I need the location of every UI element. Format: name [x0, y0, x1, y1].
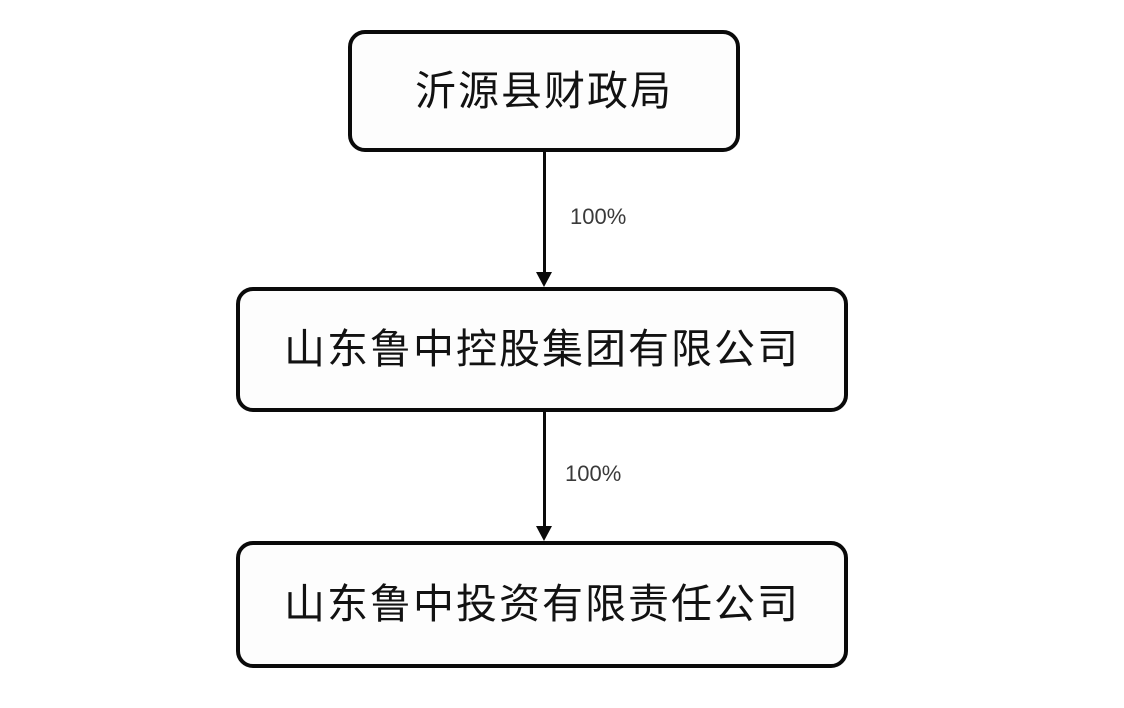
arrowhead-down-icon	[536, 272, 552, 287]
connector-label-ownership-1: 100%	[570, 204, 627, 229]
arrowhead-down-icon	[536, 526, 552, 541]
connector-label-ownership-2: 100%	[565, 461, 622, 486]
node-label-middle: 山东鲁中控股集团有限公司	[284, 326, 800, 372]
node-label-top: 沂源县财政局	[415, 67, 673, 114]
connector-line	[543, 412, 546, 528]
connector-line	[543, 152, 546, 274]
node-label-bottom: 山东鲁中投资有限责任公司	[284, 581, 800, 627]
node-box-top[interactable]: 沂源县财政局	[348, 30, 740, 152]
node-box-bottom[interactable]: 山东鲁中投资有限责任公司	[236, 541, 848, 668]
node-box-middle[interactable]: 山东鲁中控股集团有限公司	[236, 287, 848, 412]
